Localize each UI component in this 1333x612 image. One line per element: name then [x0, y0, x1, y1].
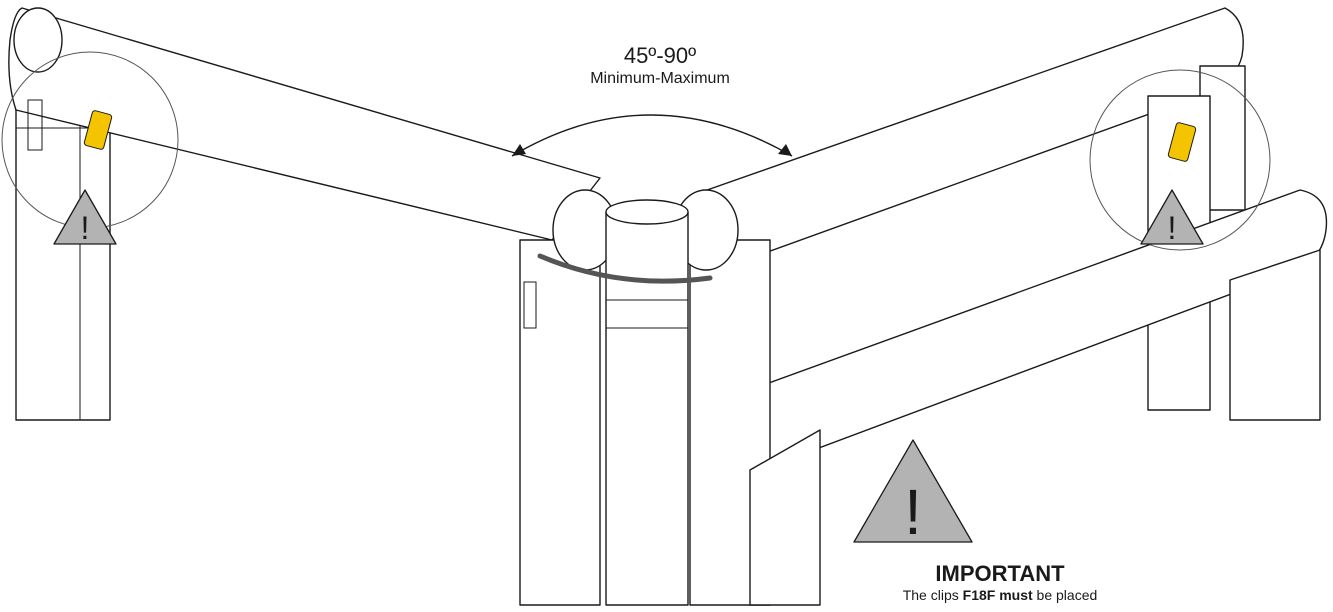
clip-left — [27, 99, 113, 151]
warning-icon: ! — [53, 189, 117, 246]
note-code: F18F — [962, 587, 996, 603]
important-note: The clips F18F must be placed — [880, 586, 1120, 604]
note-pre: The clips — [902, 587, 963, 603]
important-notice: IMPORTANT The clips F18F must be placed — [880, 562, 1120, 604]
warning-icon: ! — [853, 439, 973, 548]
important-title: IMPORTANT — [935, 561, 1065, 586]
warning-mark: ! — [904, 476, 922, 548]
warning-mark: ! — [81, 210, 90, 246]
detail-circle-right — [1089, 69, 1271, 251]
angle-range: 45º-90º — [623, 43, 697, 68]
hinge-post — [605, 199, 689, 606]
warning-mark: ! — [1168, 210, 1177, 246]
safety-cable — [537, 253, 713, 284]
note-post: be placed — [1032, 587, 1098, 603]
note-must: must — [999, 587, 1033, 603]
center-leg — [519, 189, 821, 606]
clip-center — [523, 281, 537, 329]
warning-icon: ! — [1140, 189, 1204, 246]
angle-arc — [511, 114, 793, 157]
angle-label: 45º-90º Minimum-Maximum — [560, 44, 760, 88]
clip-right — [1167, 122, 1197, 162]
angle-caption: Minimum-Maximum — [590, 70, 730, 87]
left-beam — [8, 7, 601, 241]
